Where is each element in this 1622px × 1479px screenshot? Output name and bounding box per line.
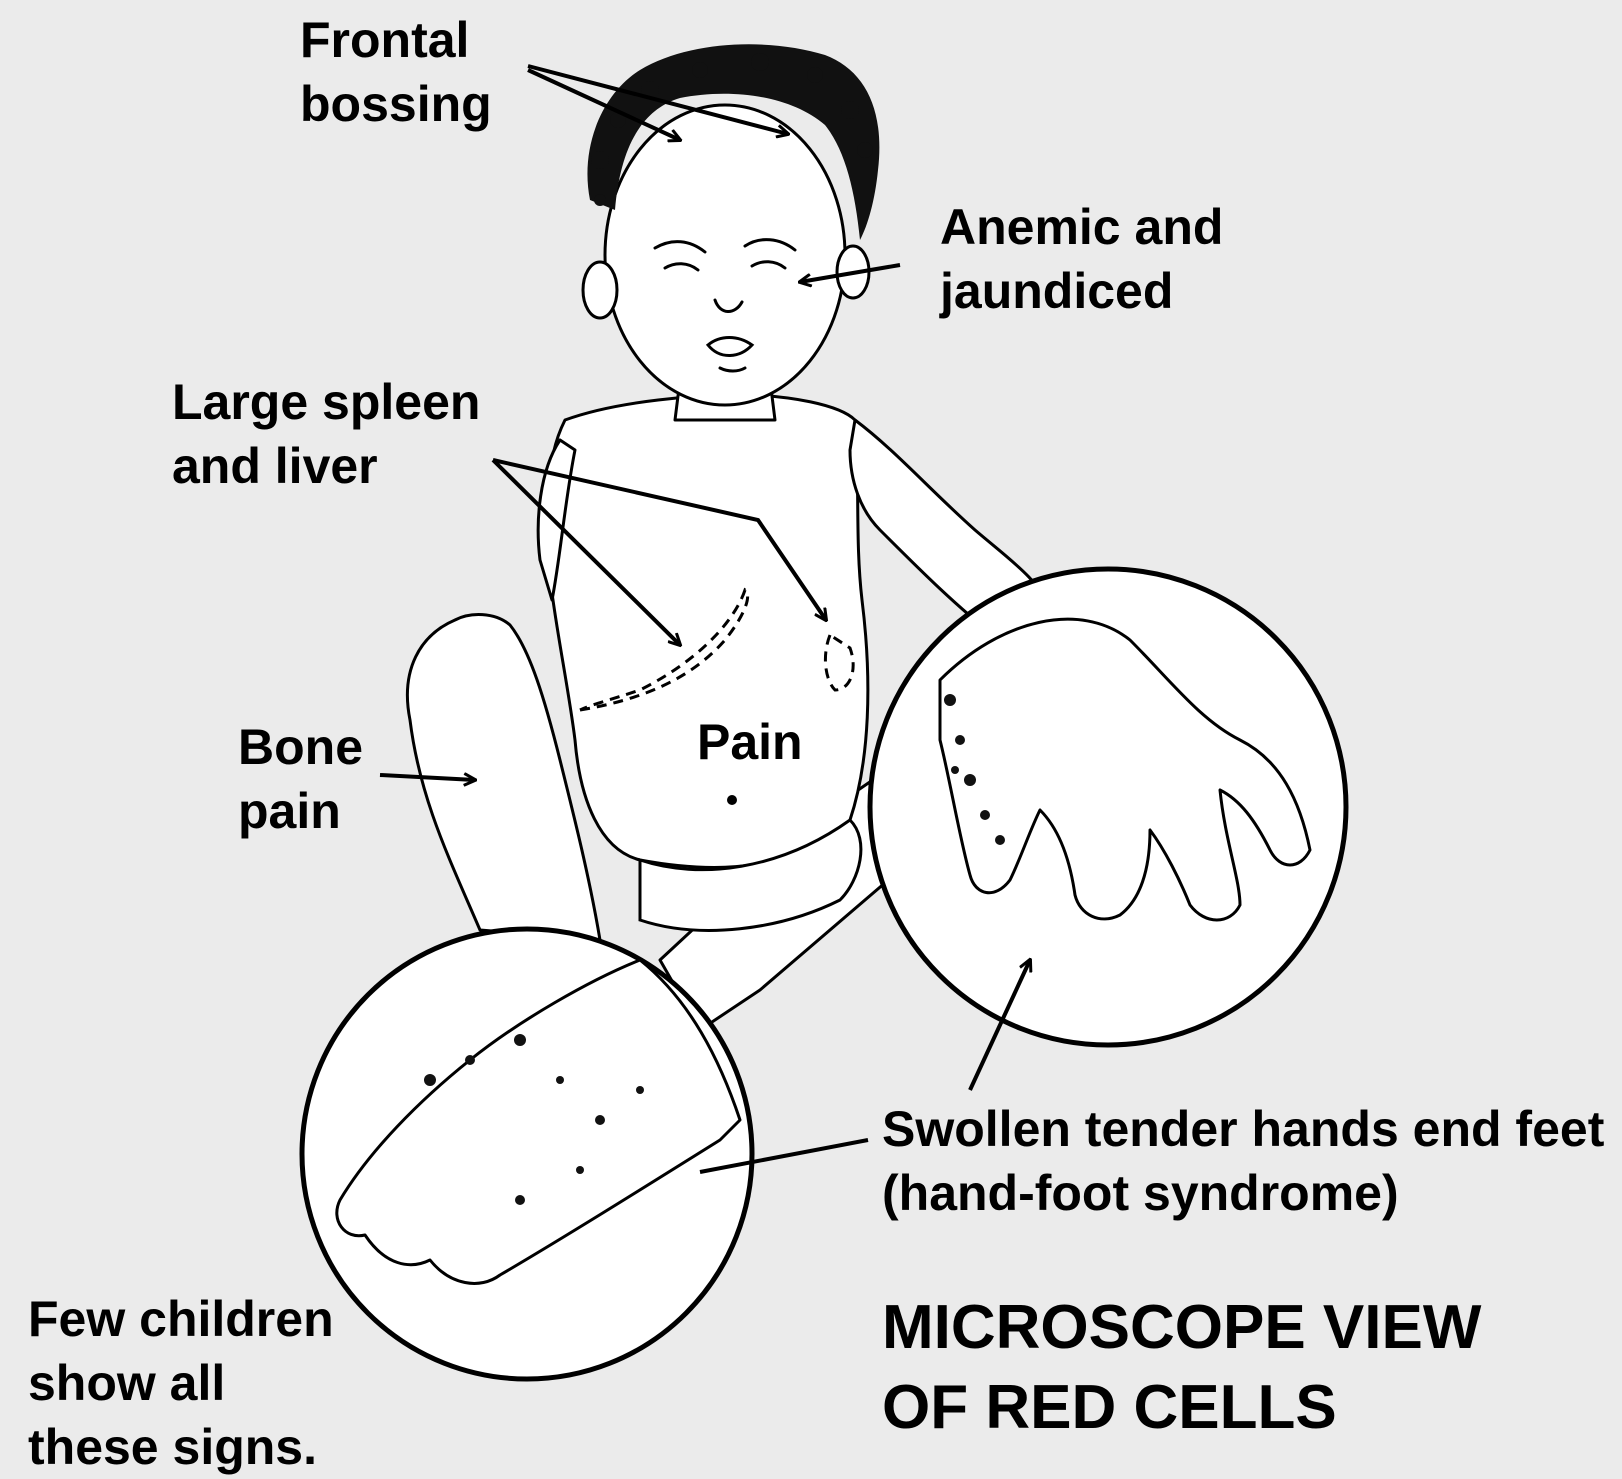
label-few-line2: show all <box>28 1351 334 1415</box>
label-spleen-line1: Large spleen <box>172 370 480 434</box>
label-bone-line1: Bone <box>238 715 363 779</box>
label-pain: Pain <box>697 710 803 774</box>
label-hand-foot-syndrome: Swollen tender hands end feet (hand-foot… <box>882 1097 1604 1225</box>
child-torso <box>546 395 867 867</box>
heading-microscope-line2: OF RED CELLS <box>882 1368 1481 1448</box>
label-few-line1: Few children <box>28 1287 334 1351</box>
label-hand-foot-line2: (hand-foot syndrome) <box>882 1161 1604 1225</box>
label-anemic-jaundiced: Anemic and jaundiced <box>940 195 1223 323</box>
heading-microscope-view: MICROSCOPE VIEW OF RED CELLS <box>882 1288 1481 1448</box>
child-head <box>605 105 845 405</box>
label-bone-pain: Bone pain <box>238 715 363 843</box>
foot-magnifier-circle <box>302 929 752 1379</box>
label-anemic-line2: jaundiced <box>940 259 1223 323</box>
heading-microscope-line1: MICROSCOPE VIEW <box>882 1288 1481 1368</box>
label-few-line3: these signs. <box>28 1415 334 1479</box>
child-navel <box>727 795 737 805</box>
label-hand-foot-line1: Swollen tender hands end feet <box>882 1097 1604 1161</box>
label-bone-line2: pain <box>238 779 363 843</box>
label-frontal-bossing-line2: bossing <box>300 72 492 136</box>
child-ear-left <box>583 262 617 318</box>
label-frontal-bossing-line1: Frontal <box>300 8 492 72</box>
hand-magnifier-circle <box>870 569 1346 1045</box>
label-spleen-line2: and liver <box>172 434 480 498</box>
label-pain-text: Pain <box>697 710 803 774</box>
label-few-children: Few children show all these signs. <box>28 1287 334 1479</box>
label-large-spleen-liver: Large spleen and liver <box>172 370 480 498</box>
label-anemic-line1: Anemic and <box>940 195 1223 259</box>
label-frontal-bossing: Frontal bossing <box>300 8 492 136</box>
